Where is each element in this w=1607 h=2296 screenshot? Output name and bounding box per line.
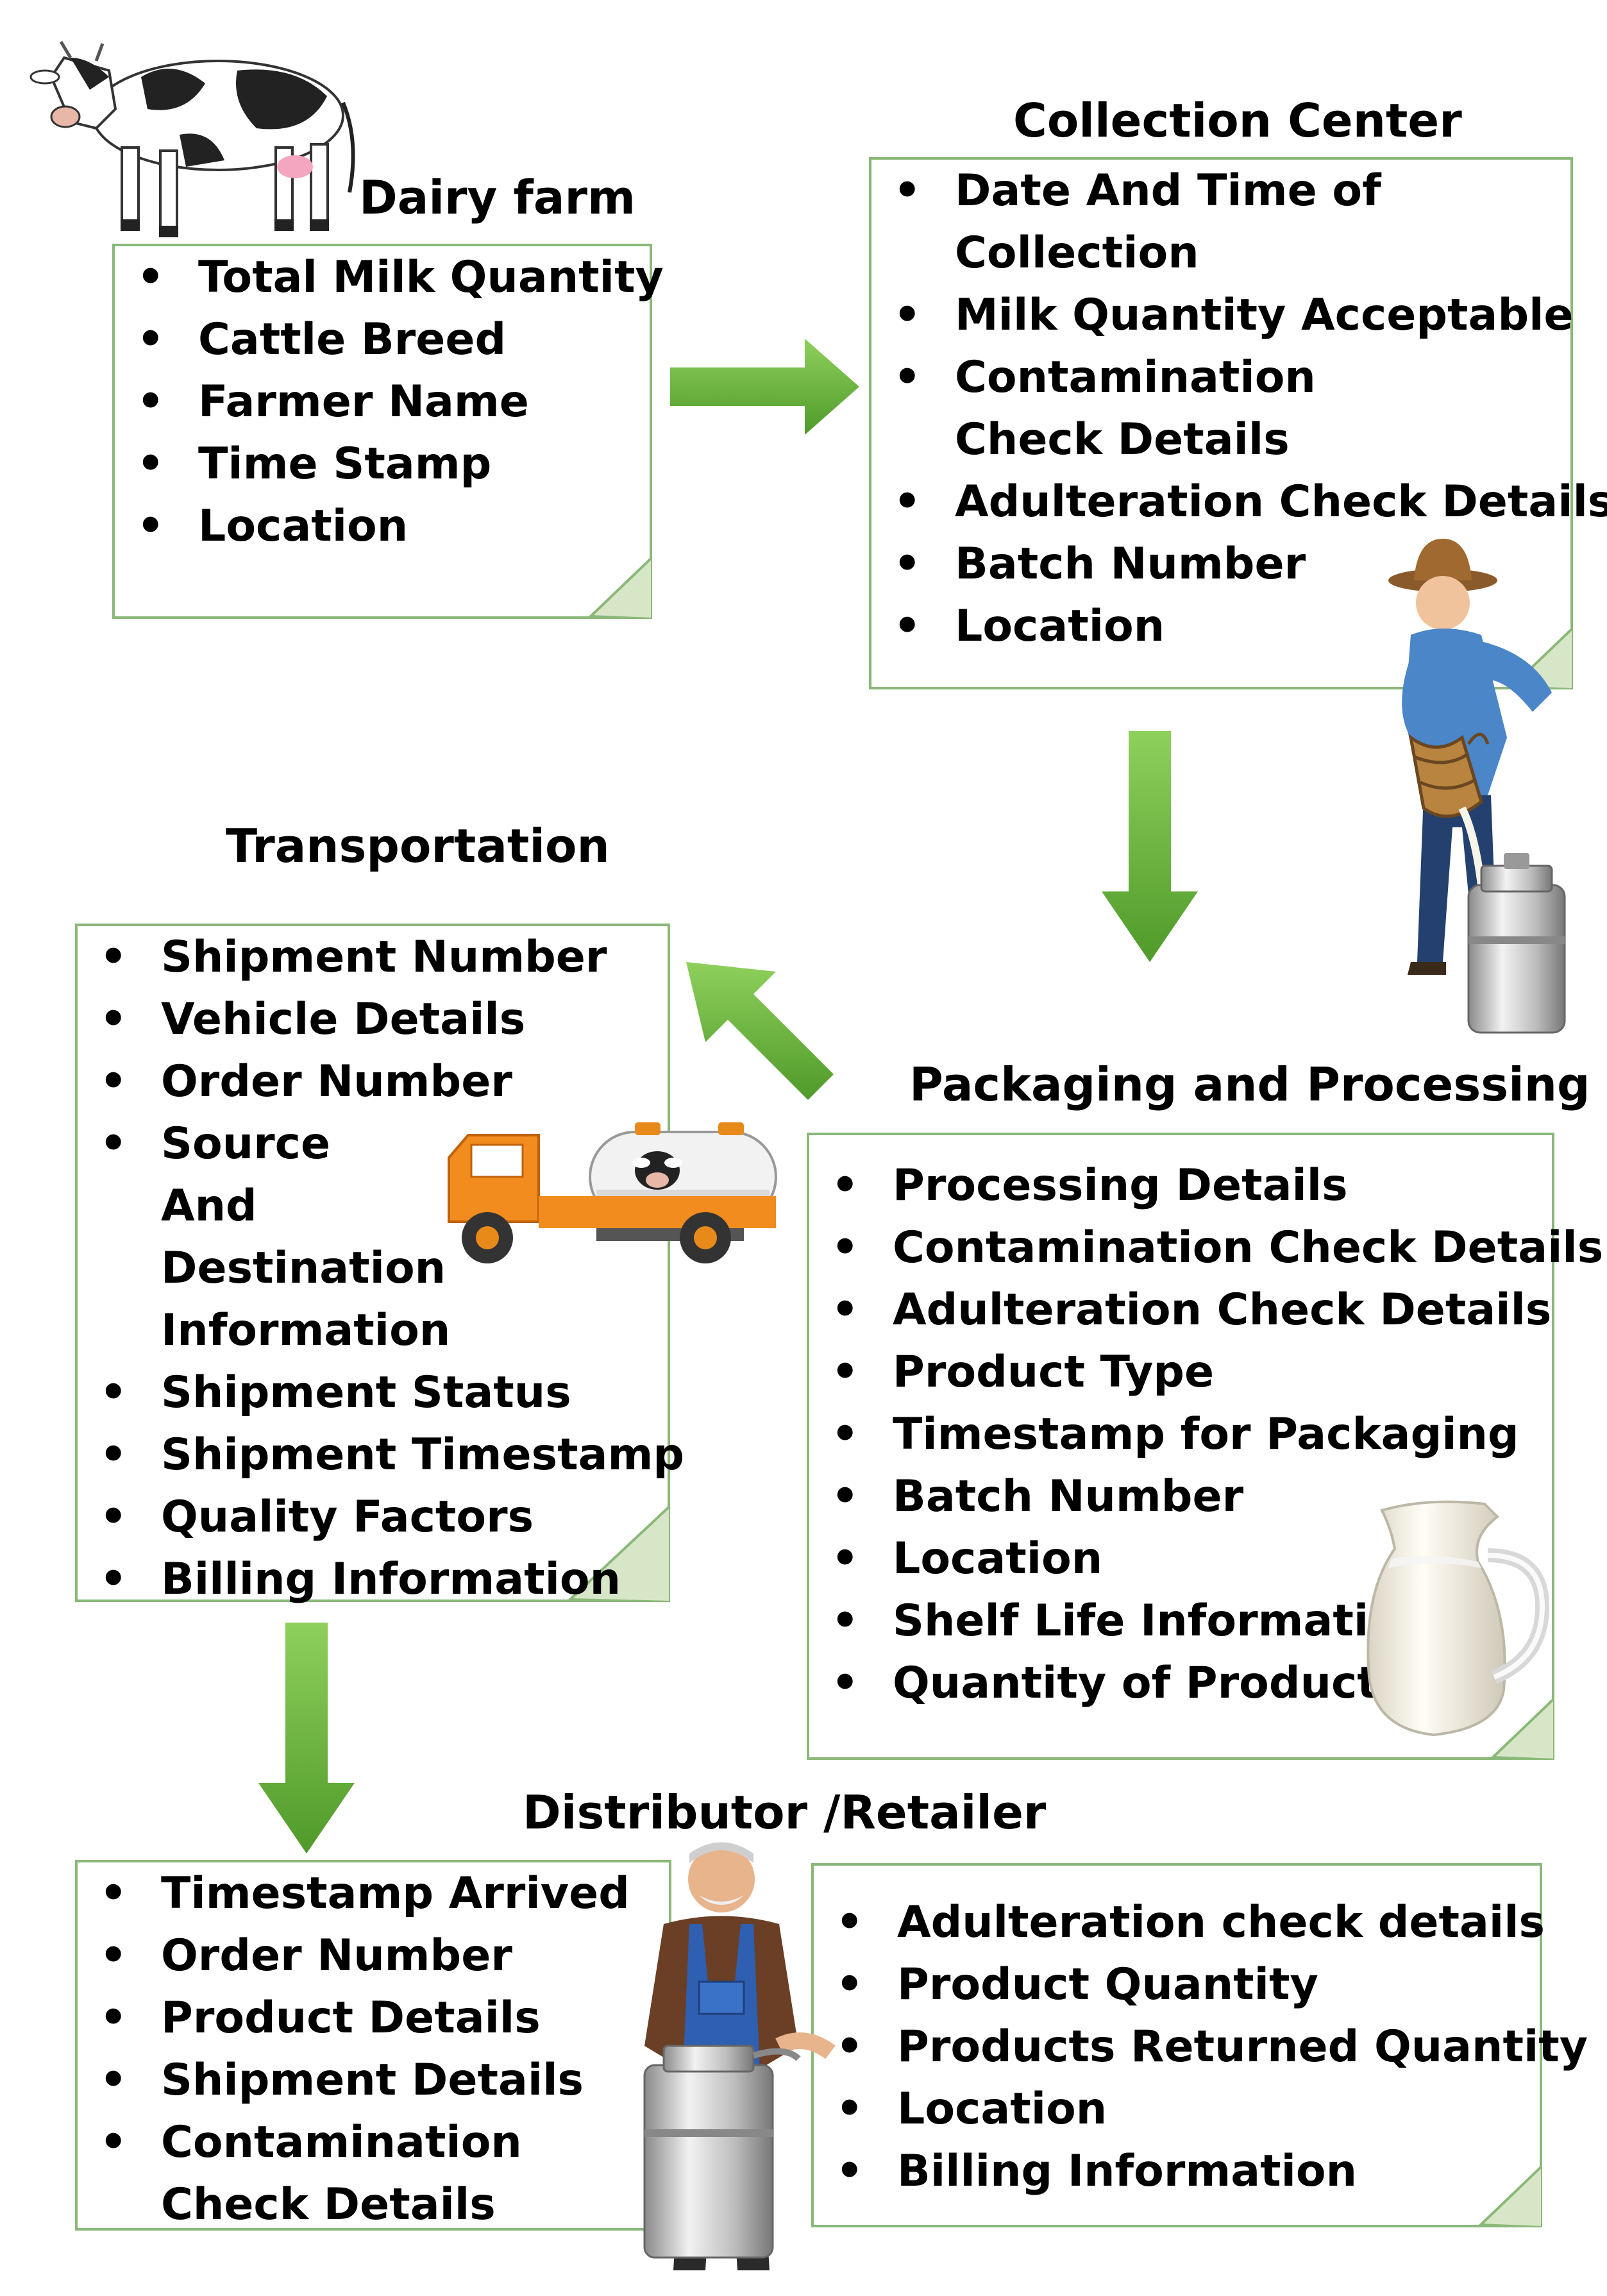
distributor-right-box: •Adulteration check details •Product Qua… xyxy=(811,1863,1588,2227)
distributor-retailer-title: Distributor /Retailer xyxy=(523,1785,1047,1839)
packaging-processing-title: Packaging and Processing xyxy=(909,1058,1590,1111)
list-item: •Order Number xyxy=(99,1930,512,1981)
list-item: •Contamination Check Details xyxy=(893,352,1316,465)
list-item: •Shipment Timestamp xyxy=(99,1430,684,1480)
list-item: •Time Stamp xyxy=(137,439,492,489)
arrow-up-left-icon xyxy=(686,962,834,1100)
list-item: •Billing Information xyxy=(99,1554,621,1605)
transportation-box: •Shipment Number •Vehicle Details •Order… xyxy=(75,924,684,1605)
list-item: •Total Milk Quantity xyxy=(137,252,664,303)
list-item: •Processing Details xyxy=(831,1160,1348,1211)
list-item: •Batch Number xyxy=(893,539,1306,589)
list-item: •Product Details xyxy=(99,1993,541,2043)
list-item: •Date And Time of Collection xyxy=(893,165,1381,278)
page-fold-icon xyxy=(1478,2166,1542,2227)
list-item: •Order Number xyxy=(99,1056,512,1107)
list-item: •Farmer Name xyxy=(137,376,529,427)
transportation-title: Transportation xyxy=(226,819,610,873)
list-item: •Quantity of Products xyxy=(831,1658,1404,1709)
arrow-down-icon xyxy=(1102,731,1198,962)
list-item: •Adulteration Check Details xyxy=(831,1285,1552,1335)
arrow-right-icon xyxy=(670,339,859,435)
list-item: •Contamination Check Details xyxy=(99,2117,522,2230)
page-fold-icon xyxy=(588,557,652,619)
list-item: •Timestamp for Packaging xyxy=(831,1409,1519,1460)
list-item: •Batch Number xyxy=(831,1471,1244,1522)
list-item: •Adulteration Check Details xyxy=(893,477,1607,527)
dairy-farm-box: •Total Milk Quantity •Cattle Breed •Farm… xyxy=(112,244,664,619)
list-item: •Cattle Breed xyxy=(137,314,507,365)
packaging-processing-box: •Processing Details •Contamination Check… xyxy=(807,1133,1603,1760)
list-item: •Location xyxy=(893,601,1165,652)
list-item: •Shelf Life Information xyxy=(831,1596,1430,1646)
list-item: •Contamination Check Details xyxy=(831,1222,1604,1273)
milk-jug-icon xyxy=(1367,1500,1550,1737)
retailer-with-milk-can-icon xyxy=(643,1842,836,2270)
page-fold-icon xyxy=(568,1506,670,1602)
arrow-down-icon xyxy=(258,1623,355,1853)
list-item: •Shipment Details xyxy=(99,2055,584,2106)
farmer-pouring-milk-icon xyxy=(1388,539,1566,1034)
list-item: •Source And Destination Information xyxy=(99,1118,451,1356)
list-item: •Product Type xyxy=(831,1347,1215,1397)
collection-center-title: Collection Center xyxy=(1013,94,1462,148)
cow-icon xyxy=(29,40,355,237)
page-fold-icon xyxy=(1490,1698,1554,1760)
list-item: •Shipment Status xyxy=(99,1367,571,1418)
list-item: •Product Quantity xyxy=(836,1959,1318,2010)
list-item: •Timestamp Arrived xyxy=(99,1868,630,1919)
milk-tanker-truck-icon xyxy=(448,1122,777,1263)
dairy-farm-title: Dairy farm xyxy=(359,171,635,224)
list-item: •Location xyxy=(831,1533,1103,1584)
list-item: •Location xyxy=(836,2084,1107,2134)
list-item: •Shipment Number xyxy=(99,932,607,983)
list-item: •Vehicle Details xyxy=(99,994,526,1045)
list-item: •Products Returned Quantity xyxy=(836,2022,1588,2072)
list-item: •Adulteration check details xyxy=(836,1897,1545,1948)
list-item: •Milk Quantity Acceptable xyxy=(893,290,1574,341)
list-item: •Quality Factors xyxy=(99,1492,534,1542)
list-item: •Location xyxy=(137,501,408,552)
distributor-left-box: •Timestamp Arrived •Order Number •Produc… xyxy=(75,1860,671,2231)
list-item: •Billing Information xyxy=(836,2146,1358,2197)
